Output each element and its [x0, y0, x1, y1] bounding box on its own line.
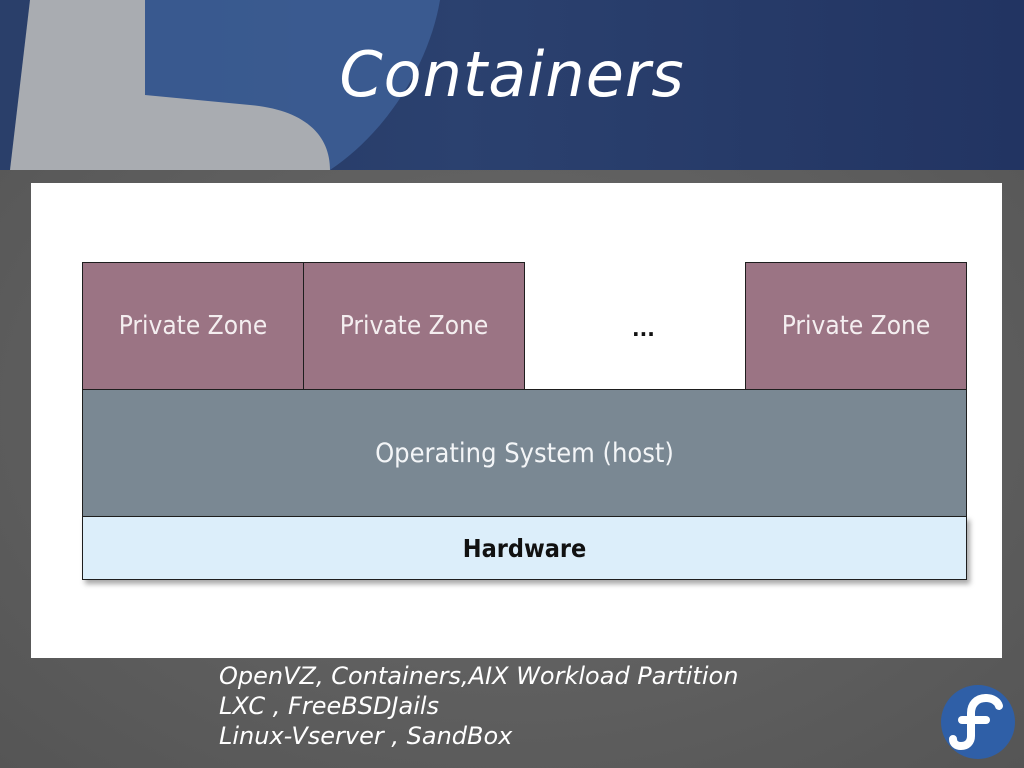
slide-title: Containers: [339, 38, 685, 111]
zone-ellipsis: ...: [632, 317, 655, 341]
header-decoration: [0, 0, 440, 170]
private-zone-1: Private Zone: [82, 262, 304, 390]
header-band: Containers: [0, 0, 1024, 170]
operating-system-layer: Operating System (host): [82, 389, 967, 517]
note-line-3: Linux-Vserver , SandBox: [219, 722, 513, 750]
private-zone-2: Private Zone: [303, 262, 525, 390]
note-line-2: LXC , FreeBSDJails: [219, 692, 440, 720]
fedora-logo-icon: [941, 685, 1015, 759]
diagram-panel: Private Zone Private Zone ... Private Zo…: [31, 183, 1002, 658]
hardware-layer: Hardware: [82, 516, 967, 580]
note-line-1: OpenVZ, Containers,AIX Workload Partitio…: [219, 662, 739, 690]
private-zone-3: Private Zone: [745, 262, 967, 390]
container-examples: OpenVZ, Containers,AIX Workload Partitio…: [219, 661, 738, 751]
